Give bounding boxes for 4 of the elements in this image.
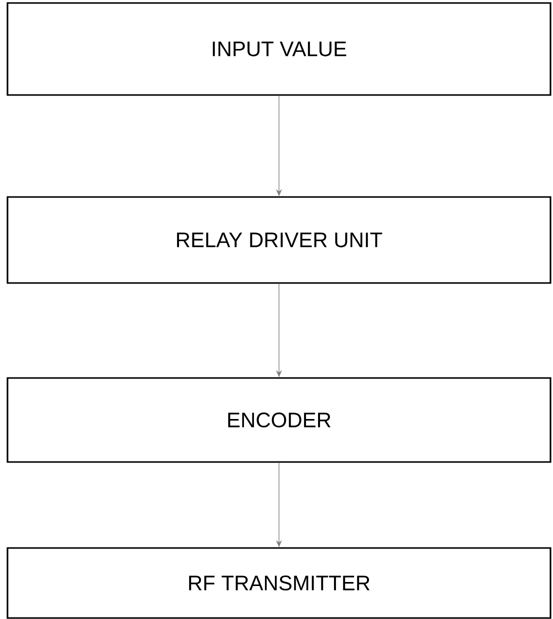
process-box: RF TRANSMITTER	[6, 547, 552, 619]
process-box: RELAY DRIVER UNIT	[6, 196, 552, 284]
process-box: INPUT VALUE	[6, 2, 552, 96]
process-box: ENCODER	[6, 377, 552, 463]
